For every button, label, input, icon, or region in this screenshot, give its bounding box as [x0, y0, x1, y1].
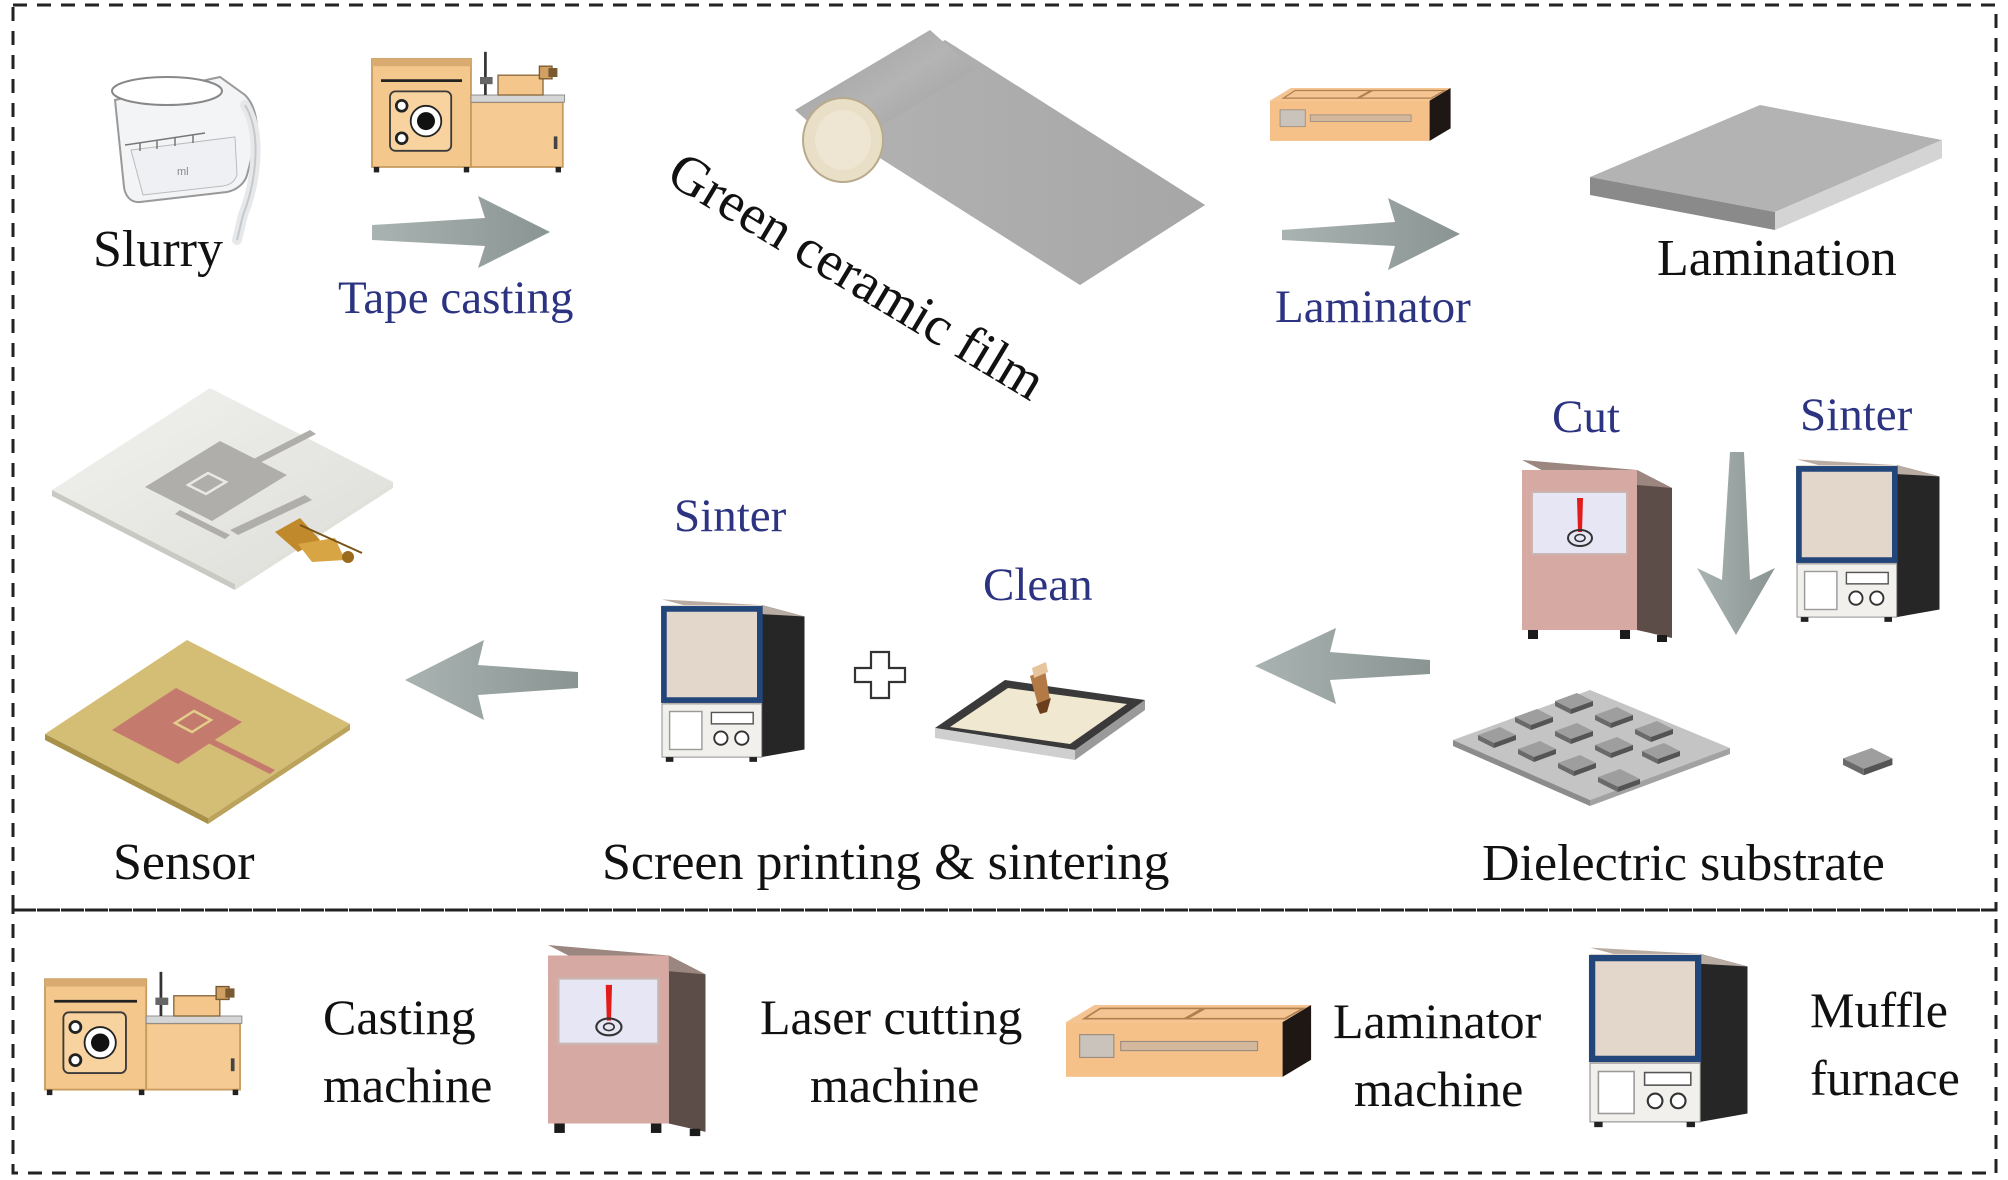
legend-muffle-line2: furnace — [1810, 1050, 1960, 1106]
label-sensor: Sensor — [113, 834, 255, 891]
arrow-icon — [1282, 198, 1460, 270]
label-sinter-middle: Sinter — [674, 490, 787, 542]
sensor-icon — [45, 640, 350, 824]
beaker-scale-text: ml — [177, 166, 189, 178]
muffle-furnace-icon — [1590, 948, 1748, 1128]
casting-machine-icon — [43, 970, 244, 1097]
laser-cutter-icon — [546, 943, 707, 1138]
label-tape-casting: Tape casting — [338, 272, 574, 324]
muffle-furnace-icon — [662, 599, 805, 761]
laminator-icon — [1269, 87, 1452, 142]
label-laminator: Laminator — [1275, 281, 1471, 333]
laminated-sheet-icon — [1590, 105, 1942, 230]
beaker-icon: ml — [111, 75, 261, 245]
laser-cutter-icon — [1521, 459, 1673, 643]
label-clean: Clean — [983, 559, 1093, 611]
legend-laminator-line2: machine — [1354, 1061, 1524, 1117]
label-screen-printing: Screen printing & sintering — [602, 834, 1170, 891]
arrow-icon — [1697, 452, 1775, 635]
sensor-icon — [52, 388, 393, 590]
muffle-furnace-icon — [1797, 459, 1940, 621]
process-frame — [11, 3, 1998, 912]
casting-machine-icon — [370, 50, 566, 174]
label-cut: Cut — [1552, 391, 1620, 443]
label-lamination: Lamination — [1657, 230, 1897, 287]
ceramic-roll-icon — [795, 30, 1205, 285]
arrow-icon — [405, 640, 578, 720]
plus-icon — [853, 650, 907, 700]
label-slurry: Slurry — [93, 221, 223, 278]
label-sinter-right: Sinter — [1800, 389, 1913, 441]
substrate-tiles-icon — [1453, 690, 1893, 806]
legend-laser-line1: Laser cutting — [760, 989, 1023, 1045]
arrow-icon — [372, 196, 550, 268]
legend-muffle-line1: Muffle — [1810, 982, 1948, 1038]
laminator-icon — [1065, 1004, 1312, 1078]
legend-casting-line1: Casting — [323, 989, 476, 1045]
label-dielectric-substrate: Dielectric substrate — [1482, 835, 1885, 892]
legend-laminator-line1: Laminator — [1333, 993, 1542, 1049]
screen-print-frame-icon — [935, 662, 1145, 760]
arrow-icon — [1255, 628, 1430, 704]
legend-casting-line2: machine — [323, 1057, 493, 1113]
legend-laser-line2: machine — [810, 1057, 980, 1113]
legend-frame — [11, 908, 1998, 1175]
